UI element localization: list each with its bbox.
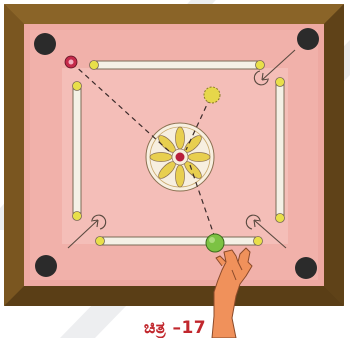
- striker: [206, 234, 224, 252]
- pocket-top-right: [297, 28, 319, 50]
- red-coin: [65, 56, 77, 68]
- target-coin: [204, 87, 220, 103]
- pocket-top-left: [34, 33, 56, 55]
- queen-coin: [176, 153, 185, 162]
- pocket-bottom-right: [295, 257, 317, 279]
- pocket-bottom-left: [35, 255, 57, 277]
- figure-caption: ಚಿತ್ರ –17: [0, 318, 350, 338]
- center-design: [146, 123, 214, 191]
